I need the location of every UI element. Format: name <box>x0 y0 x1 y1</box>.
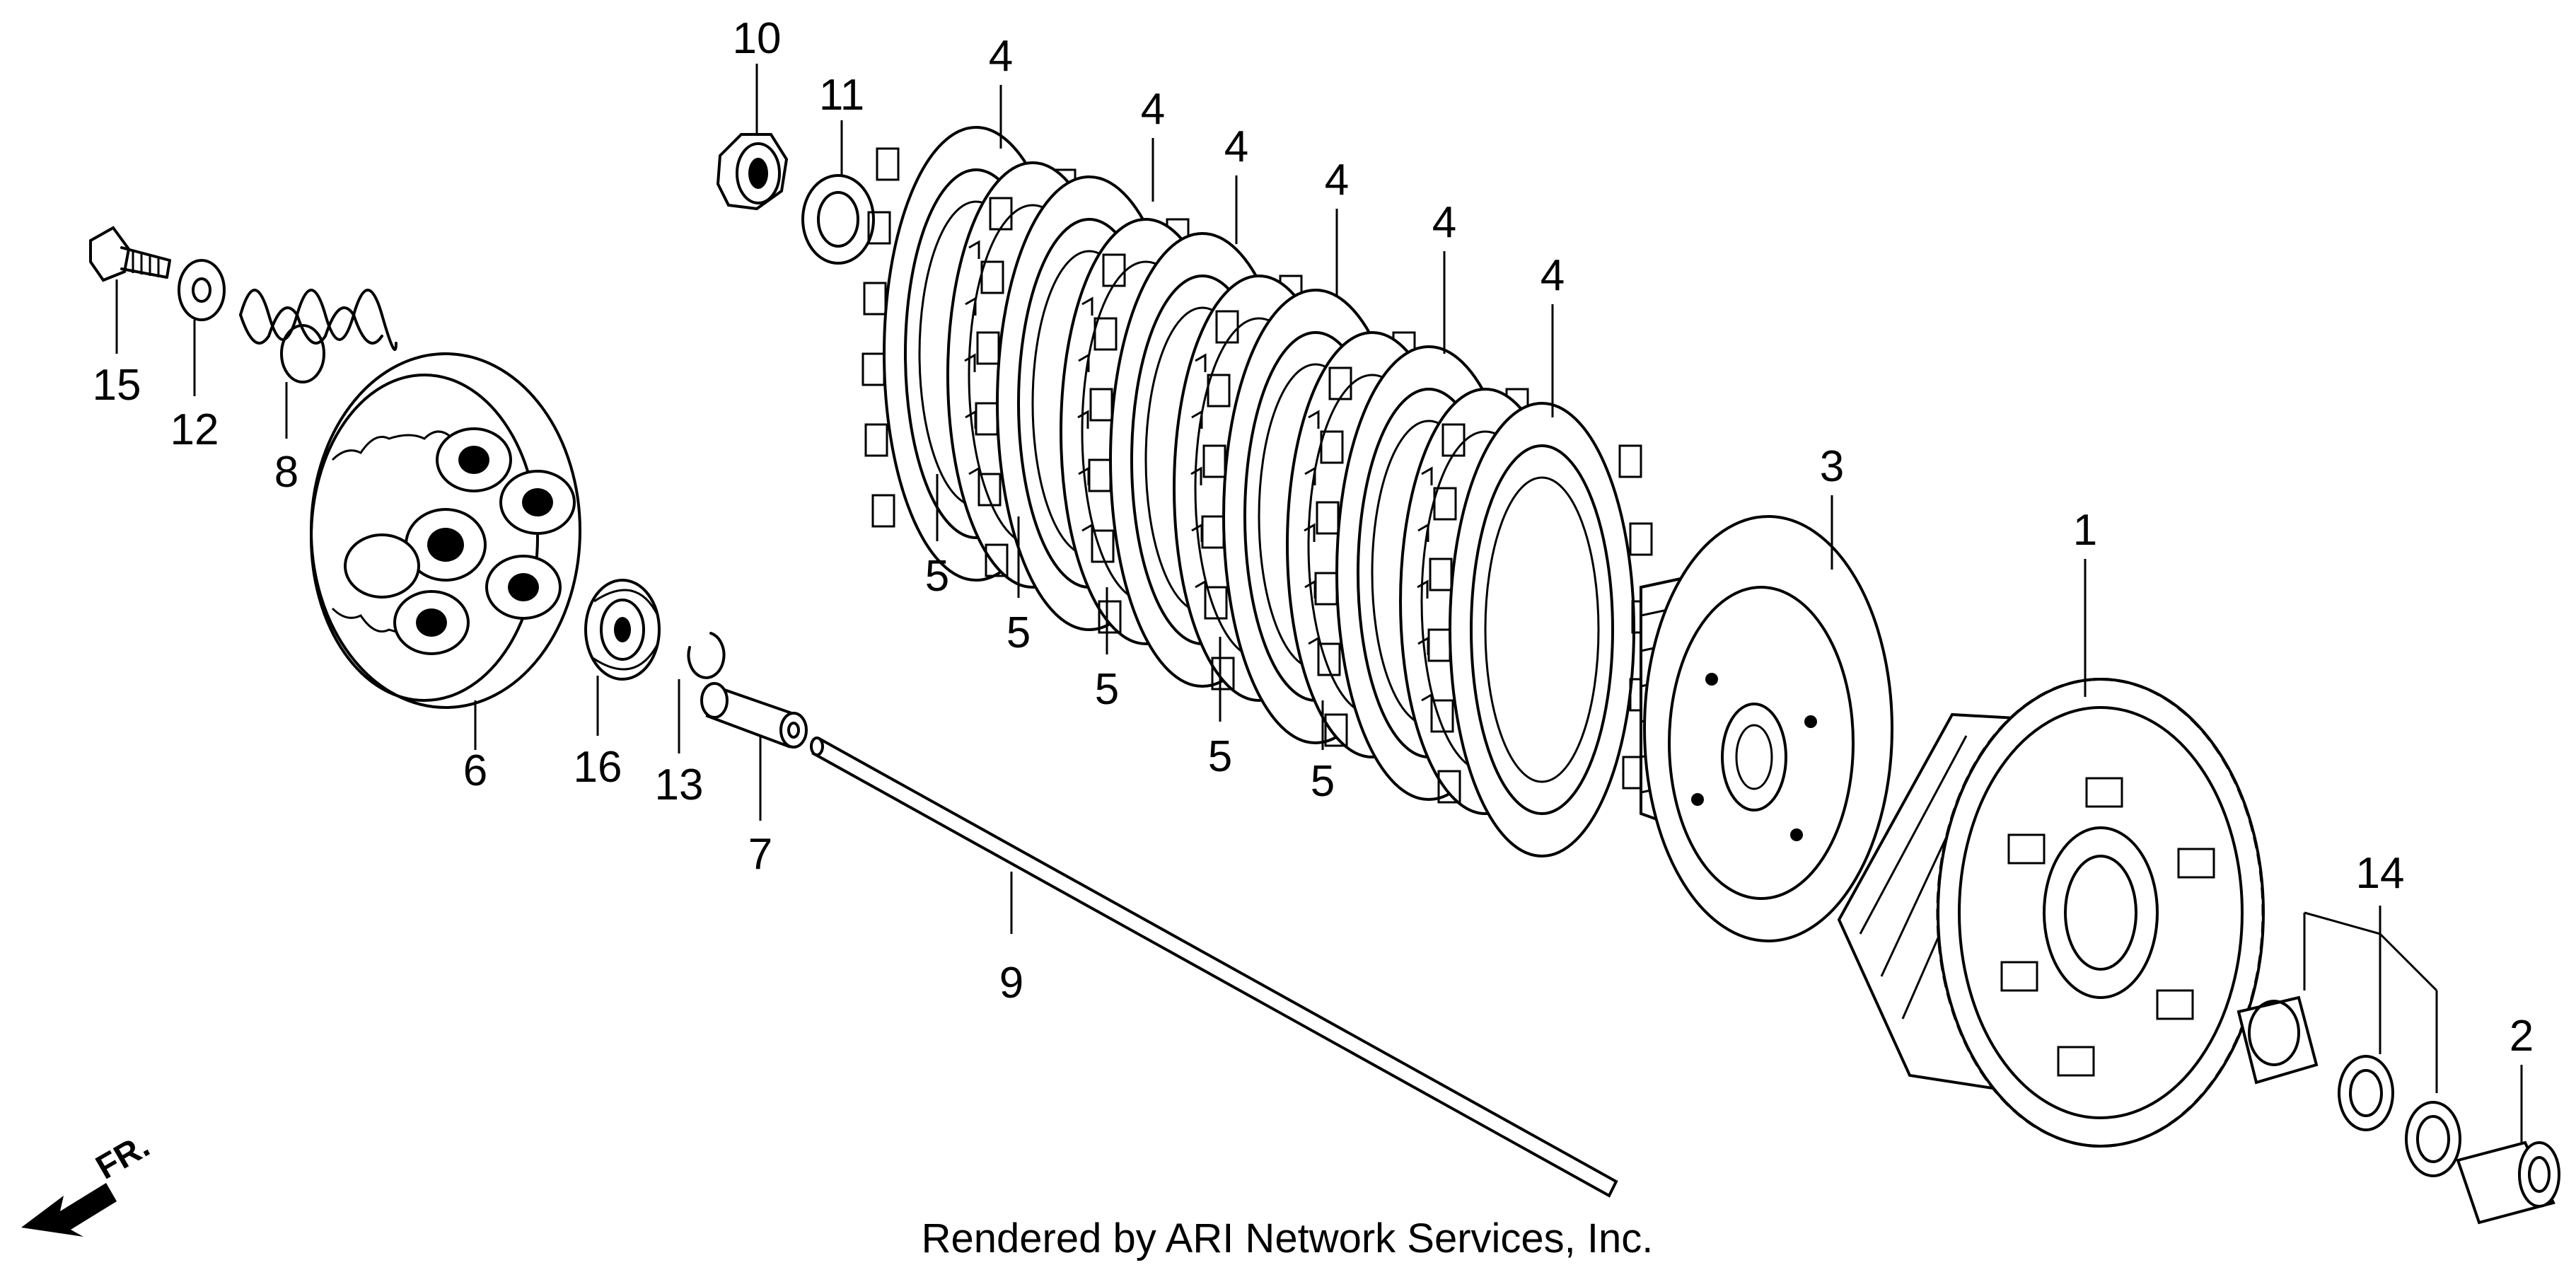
callout-1: 1 <box>2073 506 2097 555</box>
callout-5-e: 5 <box>1311 757 1335 806</box>
callout-2: 2 <box>2510 1012 2534 1061</box>
callout-11: 11 <box>819 71 864 120</box>
callout-10: 10 <box>733 14 782 63</box>
callout-4-f: 4 <box>1541 251 1565 300</box>
callout-15: 15 <box>93 361 141 410</box>
callout-4-d: 4 <box>1325 156 1349 204</box>
callout-6: 6 <box>463 746 487 795</box>
callout-5-c: 5 <box>1095 665 1119 714</box>
part-6-pressure-plate <box>310 352 581 709</box>
callout-5-b: 5 <box>1006 608 1031 657</box>
callout-5-a: 5 <box>925 552 949 601</box>
part-2-collar <box>2456 1140 2560 1225</box>
callout-13: 13 <box>655 761 704 809</box>
clutch-disc-stack <box>861 126 1655 857</box>
callout-4-b: 4 <box>1141 85 1165 134</box>
part-3-clutch-center <box>1640 515 1893 942</box>
callout-9: 9 <box>999 959 1023 1007</box>
part-1-clutch-outer <box>1837 678 2265 1148</box>
part-11-washer <box>801 174 875 265</box>
callout-8: 8 <box>274 448 298 497</box>
direction-label: FR. <box>90 1127 156 1187</box>
part-13-circlip <box>687 632 726 679</box>
part-12-washer <box>178 259 226 321</box>
leader-14 <box>2303 906 2438 1093</box>
part-10-nut <box>716 133 789 211</box>
part-14-collar-and-bearings <box>2236 995 2461 1177</box>
callout-5-d: 5 <box>1208 732 1232 781</box>
callout-12: 12 <box>170 405 219 454</box>
front-direction-arrow-icon <box>21 1183 117 1237</box>
part-16-bearing <box>584 579 661 681</box>
part-7-lifter-piece <box>700 682 808 749</box>
callout-14: 14 <box>2356 849 2405 898</box>
part-9-push-rod <box>810 737 1618 1198</box>
callout-3: 3 <box>1820 442 1844 491</box>
part-8-spring <box>239 289 398 383</box>
caption: Rendered by ARI Network Services, Inc. <box>922 1215 1654 1261</box>
callout-16: 16 <box>574 743 622 792</box>
callout-4-c: 4 <box>1224 122 1248 171</box>
callout-4-a: 4 <box>989 32 1013 81</box>
part-15-bolt <box>89 226 171 282</box>
callout-4-e: 4 <box>1432 198 1456 247</box>
callout-7: 7 <box>748 830 772 879</box>
